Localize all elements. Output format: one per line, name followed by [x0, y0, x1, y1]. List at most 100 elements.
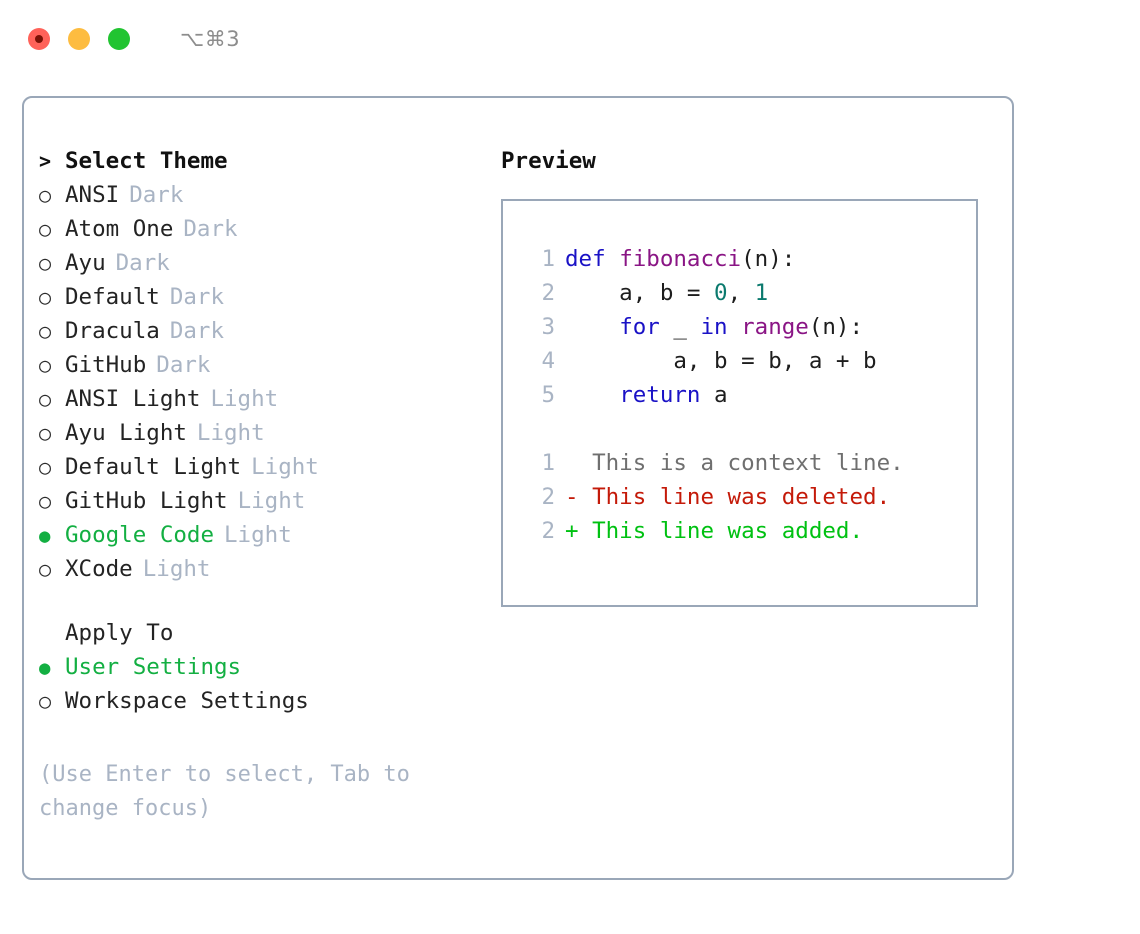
- radio-unselected-icon[interactable]: ○: [39, 387, 52, 411]
- keyboard-shortcut-label: ⌥⌘3: [180, 27, 241, 51]
- theme-list-item[interactable]: ● Google Code Light: [39, 522, 499, 556]
- select-theme-title: Select Theme: [65, 148, 228, 174]
- theme-variant-badge: Dark: [156, 352, 211, 378]
- theme-variant-badge: Light: [224, 522, 292, 548]
- theme-name: Google Code: [65, 522, 215, 548]
- radio-unselected-icon[interactable]: ○: [39, 251, 52, 275]
- diff-marker: +: [565, 518, 593, 544]
- radio-unselected-icon[interactable]: ○: [39, 455, 52, 479]
- diff-line-text: This is a context line.: [592, 450, 904, 476]
- code-token-kw: return: [619, 382, 701, 408]
- code-token-num: 0: [714, 280, 728, 306]
- theme-variant-badge: Dark: [183, 216, 238, 242]
- radio-unselected-icon[interactable]: ○: [39, 421, 52, 445]
- theme-list-item[interactable]: ○ Atom One Dark: [39, 216, 499, 250]
- apply-to-group: Apply To ●User Settings○Workspace Settin…: [39, 620, 499, 722]
- code-line-text: for _ in range(n):: [565, 314, 863, 340]
- theme-name: Ayu Light: [65, 420, 187, 446]
- code-token-plain: (n):: [808, 314, 864, 340]
- maximize-window-button[interactable]: [108, 28, 130, 50]
- code-line-text: a, b = b, a + b: [565, 348, 877, 374]
- theme-name: XCode: [65, 556, 133, 582]
- line-number: 4: [541, 348, 555, 374]
- radio-unselected-icon[interactable]: ○: [39, 183, 52, 207]
- radio-unselected-icon[interactable]: ○: [39, 217, 52, 241]
- close-window-button[interactable]: [28, 28, 50, 50]
- code-token-plain: [728, 314, 742, 340]
- theme-name: GitHub Light: [65, 488, 228, 514]
- radio-unselected-icon[interactable]: ○: [39, 353, 52, 377]
- theme-name: Default Light: [65, 454, 242, 480]
- theme-variant-badge: Dark: [169, 284, 225, 310]
- diff-sample: 1 This is a context line.2- This line wa…: [521, 450, 976, 552]
- code-token-plain: a, b =: [565, 280, 715, 306]
- apply-to-item[interactable]: ● User Settings: [39, 654, 499, 688]
- help-hint-text: (Use Enter to select, Tab to change focu…: [39, 762, 410, 821]
- code-token-num: 1: [754, 280, 769, 306]
- theme-list-item[interactable]: ○ Ayu Dark: [39, 250, 499, 284]
- prompt-caret-icon: >: [39, 149, 52, 173]
- code-token-plain: [565, 382, 619, 408]
- theme-variant-badge: Dark: [115, 250, 170, 276]
- apply-to-item[interactable]: ○Workspace Settings: [39, 688, 499, 722]
- theme-name: Default: [65, 284, 160, 310]
- radio-unselected-icon[interactable]: ○: [39, 285, 52, 309]
- diff-line: 2 + This line was added.: [521, 518, 976, 552]
- code-token-kw: in: [700, 314, 728, 340]
- theme-list-item[interactable]: ○ ANSI Dark: [39, 182, 499, 216]
- diff-marker: [565, 450, 592, 476]
- code-token-plain: ,: [727, 280, 755, 306]
- theme-variant-badge: Light: [210, 386, 279, 412]
- apply-to-list: ● User Settings ○Workspace Settings: [39, 654, 499, 722]
- apply-to-marker-spacer: [39, 623, 65, 643]
- diff-line-text: This line was deleted.: [592, 484, 891, 510]
- code-token-fn: range: [741, 314, 809, 340]
- code-line: 5 return a: [521, 382, 976, 416]
- apply-to-label: User Settings: [65, 654, 242, 680]
- radio-selected-icon[interactable]: ●: [39, 525, 51, 547]
- theme-name: ANSI: [65, 182, 120, 208]
- theme-variant-badge: Dark: [129, 182, 184, 208]
- diff-line: 2- This line was deleted.: [521, 484, 976, 518]
- theme-list-item[interactable]: ○ Ayu Light Light: [39, 420, 499, 454]
- line-number: 2: [541, 484, 555, 510]
- theme-name: Atom One: [65, 216, 174, 242]
- theme-variant-badge: Light: [251, 454, 319, 480]
- code-token-plain: a, b = b, a + b: [565, 348, 877, 374]
- code-line-text: a, b = 0, 1: [565, 280, 768, 306]
- radio-unselected-icon[interactable]: ○: [39, 689, 52, 713]
- theme-list-item[interactable]: ○ Default Dark: [39, 284, 499, 318]
- theme-variant-badge: Light: [196, 420, 265, 446]
- code-line: 4 a, b = b, a + b: [521, 348, 976, 382]
- radio-unselected-icon[interactable]: ○: [39, 319, 52, 343]
- diff-marker: -: [565, 484, 593, 510]
- title-bar: ⌥⌘3: [0, 0, 1140, 78]
- diff-line-text: This line was added.: [592, 518, 864, 544]
- preview-spacer: [521, 416, 976, 450]
- radio-unselected-icon[interactable]: ○: [39, 489, 52, 513]
- code-token-plain: a: [700, 382, 728, 408]
- line-number: 3: [541, 314, 555, 340]
- code-token-fn: fibonacci: [619, 246, 742, 272]
- theme-name: Ayu: [65, 250, 106, 276]
- code-line-text: def fibonacci(n):: [565, 246, 795, 272]
- theme-list-item[interactable]: ○ Default Light Light: [39, 454, 499, 488]
- line-number: 2: [541, 518, 555, 544]
- radio-selected-icon[interactable]: ●: [39, 657, 51, 679]
- radio-unselected-icon[interactable]: ○: [39, 557, 52, 581]
- code-token-plain: _: [659, 314, 701, 340]
- line-number: 2: [541, 280, 555, 306]
- minimize-window-button[interactable]: [68, 28, 90, 50]
